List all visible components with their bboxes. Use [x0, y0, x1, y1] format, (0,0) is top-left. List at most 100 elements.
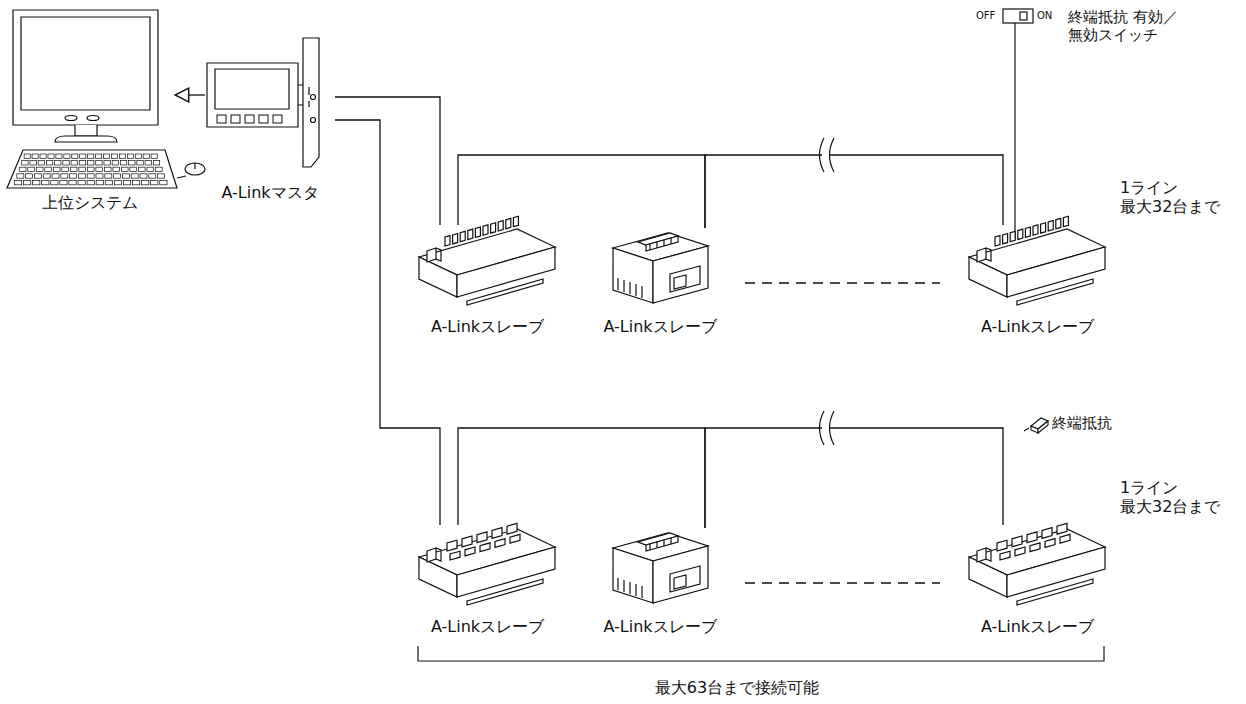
- connector: [977, 548, 986, 562]
- key: [19, 167, 26, 171]
- key: [114, 180, 121, 184]
- key: [26, 174, 33, 178]
- slave-unit: A-Linkスレーブ: [590, 528, 730, 637]
- window: [670, 566, 700, 592]
- chip: [217, 115, 226, 123]
- monitor-stand: [75, 125, 97, 136]
- monitor: [13, 10, 158, 125]
- key: [121, 167, 128, 171]
- key: [69, 180, 76, 184]
- terminal: [445, 236, 450, 246]
- vent: [623, 580, 624, 592]
- chip: [231, 115, 240, 123]
- switch-state: ON: [1037, 10, 1052, 22]
- terminal-block: [477, 532, 487, 543]
- connector-front: [646, 236, 678, 251]
- bus-cable: [705, 155, 1003, 228]
- key: [104, 154, 110, 158]
- connector-side: [986, 248, 991, 261]
- key: [17, 174, 24, 178]
- slave-unit-illustration: [613, 233, 708, 303]
- mount-flange: [467, 579, 543, 605]
- port: [311, 95, 316, 100]
- terminal-block: [447, 540, 457, 551]
- terminal-block: [1060, 534, 1070, 543]
- terminal-block: [1042, 528, 1052, 539]
- key: [114, 174, 121, 178]
- key: [132, 180, 139, 184]
- key: [80, 154, 86, 158]
- switch-symbol: [1003, 9, 1033, 23]
- device-illustration: [967, 525, 1167, 704]
- pin: [649, 244, 650, 250]
- terminal: [491, 223, 496, 233]
- right-face: [653, 246, 708, 303]
- key: [129, 161, 135, 165]
- device-label: A-Linkスレーブ: [945, 317, 1130, 337]
- pcb-area: [215, 69, 289, 109]
- key: [38, 161, 44, 165]
- terminal-block: [1057, 523, 1067, 534]
- slave-unit-illustration: [969, 523, 1105, 605]
- screen: [21, 17, 150, 110]
- device-label: A-Linkスレーブ: [395, 317, 580, 337]
- slave-unit: A-Linkスレーブ: [945, 225, 1130, 337]
- connector: [977, 248, 986, 262]
- terminal: [1025, 227, 1030, 237]
- cable: [177, 176, 186, 178]
- mouse: [185, 163, 205, 175]
- terminal-block: [507, 523, 517, 534]
- key: [62, 167, 69, 171]
- key: [105, 180, 112, 184]
- terminal-block: [495, 539, 505, 548]
- bus-cable: [335, 120, 440, 525]
- left-face: [419, 557, 457, 597]
- terminal: [460, 231, 465, 241]
- key: [120, 161, 126, 165]
- pin: [656, 242, 657, 248]
- key: [87, 174, 94, 178]
- keyboard: [7, 150, 177, 188]
- key: [45, 167, 52, 171]
- key: [105, 174, 112, 178]
- led: [308, 87, 309, 107]
- key: [147, 167, 154, 171]
- key: [46, 161, 52, 165]
- terminal-block: [492, 528, 502, 539]
- terminal-block: [462, 536, 472, 547]
- terminal: [453, 233, 458, 243]
- chip: [259, 115, 268, 123]
- terminal: [468, 229, 473, 239]
- key: [112, 161, 118, 165]
- terminal: [475, 227, 480, 237]
- terminal: [1033, 225, 1038, 235]
- connector-side: [436, 248, 441, 261]
- key: [63, 161, 69, 165]
- device-label: A-Linkマスタ: [205, 183, 335, 203]
- mount-flange: [467, 279, 543, 305]
- slave-unit-illustration: [419, 216, 555, 305]
- left-face: [969, 257, 1007, 297]
- key: [87, 180, 94, 184]
- terminal: [498, 221, 503, 231]
- terminal-block: [1027, 532, 1037, 543]
- key: [79, 167, 86, 171]
- vent: [623, 280, 624, 292]
- key: [96, 154, 102, 158]
- device-label: A-Linkスレーブ: [590, 617, 730, 637]
- slave-unit: A-Linkスレーブ: [590, 228, 730, 337]
- omission-dash: [745, 282, 940, 283]
- omission-dash: [745, 582, 940, 583]
- key: [64, 154, 70, 158]
- key: [137, 161, 143, 165]
- callout-note: 終端抵抗 有効／無効スイッチ: [1068, 8, 1215, 44]
- button: [87, 116, 99, 121]
- left-face: [613, 248, 653, 303]
- key: [96, 180, 103, 184]
- key: [158, 174, 165, 178]
- bus-cable: [705, 428, 1003, 528]
- range-bracket: [418, 646, 1104, 661]
- key: [40, 154, 46, 158]
- vent: [629, 282, 630, 294]
